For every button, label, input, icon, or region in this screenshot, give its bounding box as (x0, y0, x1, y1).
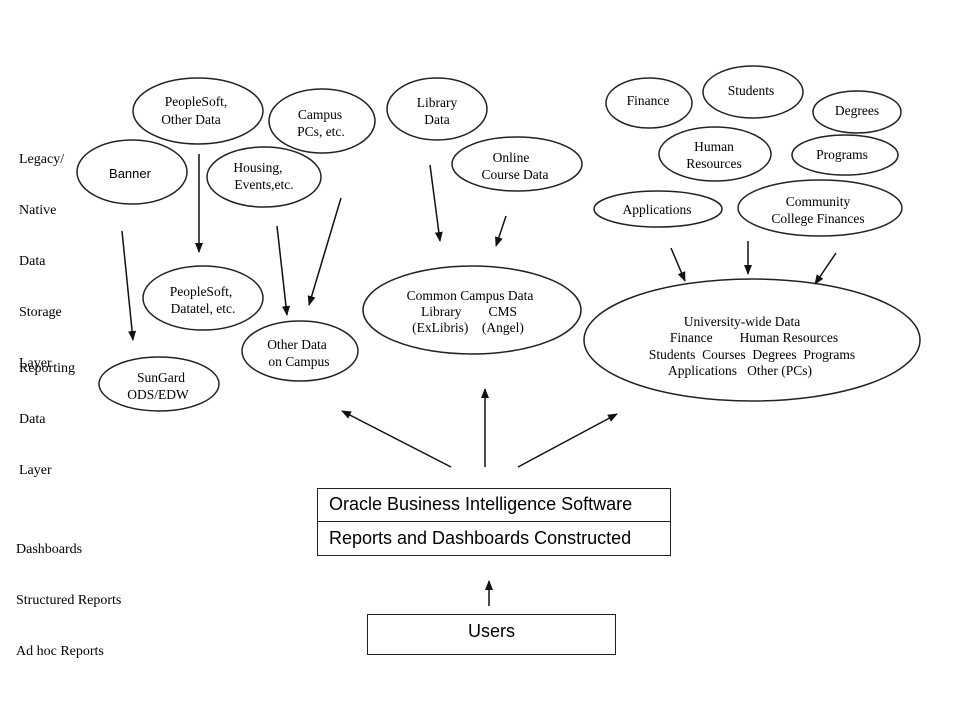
arrow-sources-to-university (814, 252, 837, 285)
sungard-node (98, 356, 220, 412)
campus-pcs-label: Campus (298, 107, 342, 122)
arrow-housing-to-other-data (276, 225, 290, 316)
university-wide-label: Students Courses Degrees Programs (649, 347, 855, 362)
university-wide-label: University-wide Data (684, 314, 801, 329)
online-course-label: Course Data (481, 167, 548, 182)
housing-label: Housing, (233, 160, 282, 175)
reporting-label-line: Reporting (19, 361, 75, 376)
students-node (702, 65, 804, 119)
legacy-layer-label: Legacy/ Native Data Storage Layer (19, 117, 64, 389)
users-label: Users (467, 621, 515, 641)
sungard-label: ODS/EDW (127, 387, 189, 402)
online-course-node (451, 136, 583, 192)
degrees-label: Degrees (835, 103, 879, 118)
arrow-online-to-common (495, 215, 507, 247)
peoplesoft-datatel-label: PeopleSoft, (170, 284, 233, 299)
degrees-node (812, 90, 902, 134)
applications-node (593, 190, 723, 228)
common-campus-label: Library CMS (421, 304, 517, 319)
library-data-label: Library (417, 95, 458, 110)
cc-finances-label: Community (786, 194, 851, 209)
arrow-library-to-common (429, 164, 443, 242)
university-wide-node (583, 278, 921, 402)
other-data-campus-label: on Campus (268, 354, 329, 369)
legacy-label-line: Layer (19, 356, 52, 371)
arrow-banner-to-sungard (121, 230, 137, 341)
front-end-layer-label: Dashboards Structured Reports Ad hoc Rep… (16, 507, 121, 677)
housing-node (206, 146, 322, 208)
library-data-node (386, 77, 488, 141)
online-course-label: Online (493, 150, 530, 165)
cc-finances-label: College Finances (771, 211, 864, 226)
arrow-obi-to-university (517, 413, 618, 468)
oracle-bi-box: Oracle Business Intelligence Software Re… (317, 488, 671, 556)
programs-node (791, 134, 899, 176)
campus-pcs-label: PCs, etc. (297, 124, 345, 139)
peoplesoft-other-label: Other Data (161, 112, 221, 127)
oracle-bi-subtitle: Reports and Dashboards Constructed (329, 528, 632, 548)
students-label: Students (728, 83, 775, 98)
oracle-bi-title-cell: Oracle Business Intelligence Software (318, 489, 670, 522)
common-campus-label: Common Campus Data (407, 288, 534, 303)
common-campus-label: (ExLibris) (Angel) (412, 320, 524, 335)
reporting-label-line: Layer (19, 463, 52, 478)
oracle-bi-subtitle-cell: Reports and Dashboards Constructed (318, 522, 670, 555)
banner-label: Banner (109, 166, 152, 181)
campus-pcs-node (268, 88, 376, 154)
legacy-label-line: Legacy/ (19, 152, 65, 167)
sungard-label: SunGard (137, 370, 185, 385)
finance-label: Finance (627, 93, 670, 108)
arrow-campus-pcs-to-other-data (307, 197, 342, 306)
applications-label: Applications (623, 202, 692, 217)
peoplesoft-other-node (132, 77, 264, 145)
human-resources-label: Resources (686, 156, 741, 171)
reporting-layer-label: Reporting Data Layer (19, 326, 75, 496)
peoplesoft-datatel-label: Datatel, etc. (171, 301, 236, 316)
human-resources-label: Human (694, 139, 734, 154)
arrow-obi-to-left (341, 410, 452, 468)
cc-finances-node (737, 179, 903, 237)
reporting-label-line: Data (19, 412, 46, 427)
finance-node (605, 77, 693, 129)
legacy-label-line: Storage (19, 305, 62, 320)
library-data-label: Data (424, 112, 449, 127)
human-resources-node (658, 126, 772, 182)
users-box: Users (367, 614, 616, 655)
university-wide-label: Applications Other (PCs) (668, 363, 812, 378)
common-campus-node (362, 265, 582, 355)
front-label-line: Structured Reports (16, 593, 122, 608)
legacy-label-line: Native (19, 203, 57, 218)
front-label-line: Dashboards (16, 542, 83, 557)
housing-label: Events,etc. (234, 177, 293, 192)
peoplesoft-datatel-node (142, 265, 264, 331)
programs-label: Programs (816, 147, 868, 162)
arrow-applications-to-university (670, 247, 686, 282)
peoplesoft-other-label: PeopleSoft, (165, 94, 228, 109)
university-wide-label: Finance Human Resources (670, 330, 838, 345)
other-data-campus-node (241, 320, 359, 382)
other-data-campus-label: Other Data (267, 337, 327, 352)
legacy-label-line: Data (19, 254, 46, 269)
front-label-line: Ad hoc Reports (16, 644, 104, 659)
banner-node (76, 139, 188, 205)
oracle-bi-title: Oracle Business Intelligence Software (329, 494, 633, 514)
